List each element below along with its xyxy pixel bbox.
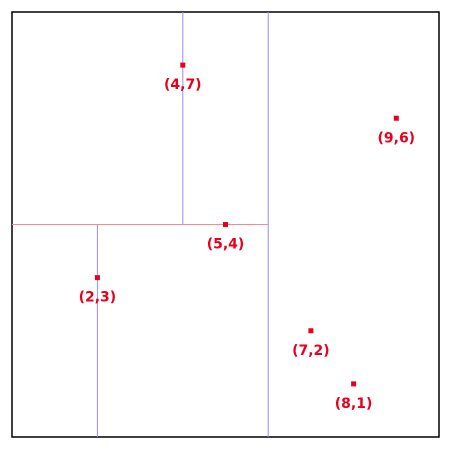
point-label: (8,1) bbox=[335, 396, 373, 412]
point-label: (4,7) bbox=[164, 77, 202, 93]
point-marker bbox=[351, 381, 357, 387]
point-marker bbox=[223, 222, 228, 227]
split-lines bbox=[12, 12, 269, 437]
point-label: (9,6) bbox=[377, 130, 415, 146]
data-points: (4,7) (9,6) (5,4) (2,3) (7,2) (8,1) bbox=[79, 62, 415, 412]
point-label: (5,4) bbox=[207, 237, 245, 253]
point-label: (7,2) bbox=[292, 343, 330, 359]
point-marker bbox=[308, 328, 314, 334]
point-marker bbox=[180, 62, 186, 68]
point-marker bbox=[393, 115, 399, 121]
point-marker bbox=[94, 275, 100, 281]
point-label: (2,3) bbox=[79, 290, 117, 306]
